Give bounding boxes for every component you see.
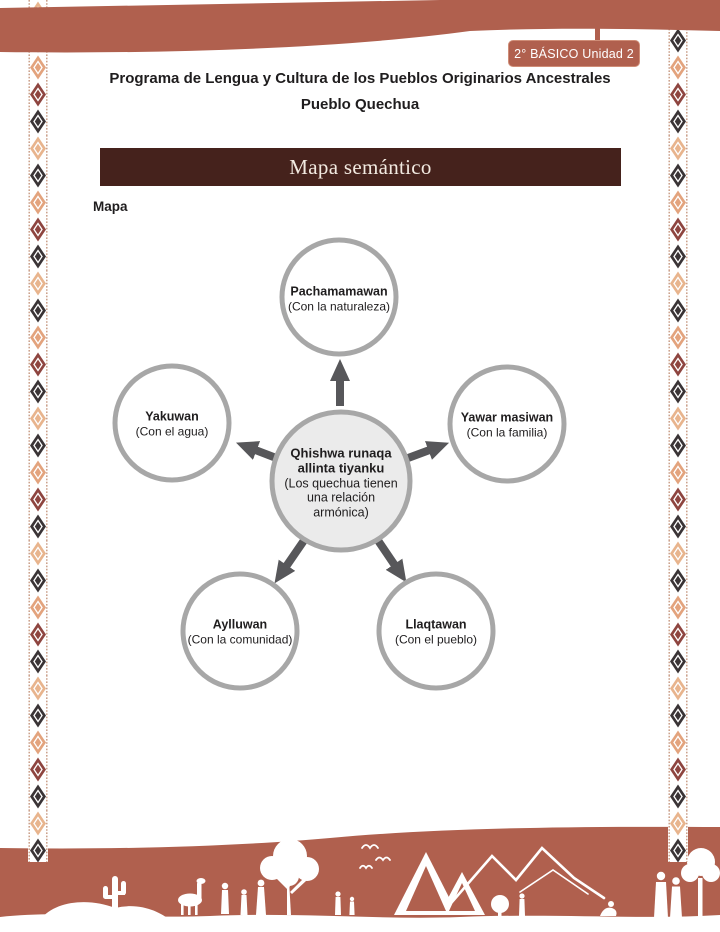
node-familia: Yawar masiwan (Con la familia) [444, 411, 570, 440]
node-subtitle: (Con el agua) [135, 424, 209, 439]
node-subtitle: (Con el pueblo) [394, 632, 478, 647]
map-label: Mapa [93, 199, 128, 214]
node-title: Aylluwan [212, 617, 268, 632]
node-title: Yawar masiwan [460, 410, 554, 425]
center-node-subtitle: (Los quechua tienen una relación armónic… [284, 476, 398, 520]
document-header: Programa de Lengua y Cultura de los Pueb… [60, 70, 660, 113]
node-subtitle: (Con la familia) [466, 425, 548, 440]
node-naturaleza: Pachamamawan (Con la naturaleza) [276, 285, 402, 314]
landscape-footer-illustration [0, 826, 720, 932]
center-node-title: Qhishwa runaqa allinta tiyanku [290, 445, 392, 476]
node-subtitle: (Con la comunidad) [187, 632, 293, 647]
unit-badge: 2° BÁSICO Unidad 2 [508, 40, 640, 67]
unit-badge-label: 2° BÁSICO Unidad 2 [514, 46, 634, 61]
node-agua: Yakuwan (Con el agua) [109, 410, 235, 439]
program-subtitle: Pueblo Quechua [300, 96, 420, 113]
center-node: Qhishwa runaqa allinta tiyanku (Los quec… [278, 446, 404, 521]
node-pueblo: Llaqtawan (Con el pueblo) [373, 618, 499, 647]
node-title: Pachamamawan [290, 284, 388, 299]
section-banner: Mapa semántico [100, 148, 621, 186]
textile-border-left [28, 0, 48, 862]
top-wave-decoration [0, 0, 720, 53]
node-title: Llaqtawan [405, 617, 467, 632]
textile-border-right [668, 0, 688, 862]
node-subtitle: (Con la naturaleza) [287, 299, 391, 314]
program-title: Programa de Lengua y Cultura de los Pueb… [109, 70, 611, 87]
section-title: Mapa semántico [289, 154, 432, 179]
node-comunidad: Aylluwan (Con la comunidad) [177, 618, 303, 647]
node-title: Yakuwan [145, 409, 199, 424]
